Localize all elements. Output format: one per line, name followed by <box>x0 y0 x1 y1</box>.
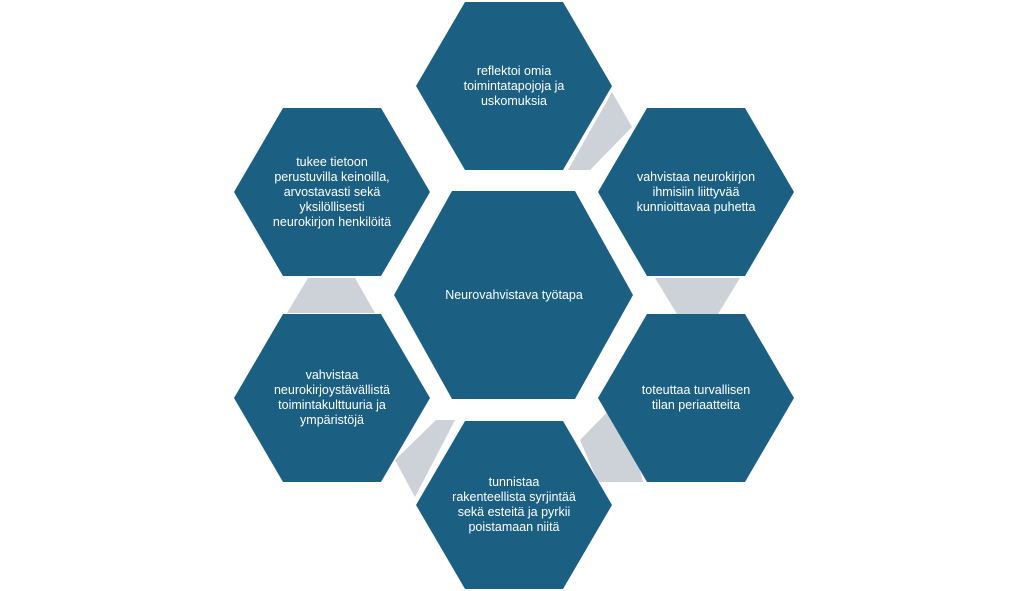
hexagon-upper-right <box>598 108 794 276</box>
connector-upper-right-lower-right <box>655 278 740 314</box>
hexagon-bottom <box>416 421 612 589</box>
connector-lower-left-upper-left <box>287 278 375 313</box>
center-label: Neurovahvistava työtapa <box>445 287 583 302</box>
hexagon-label-lower-left: vahvistaa neurokirjoystävällistä toimint… <box>273 368 391 427</box>
hexagon-top <box>416 2 612 170</box>
hexagon-label-top: reflektoi omia toimintatapojoja ja uskom… <box>463 63 565 108</box>
connector-bottom-lower-left <box>395 420 455 497</box>
connector-top-upper-right <box>568 92 632 170</box>
hexagon-label-upper-left: tukee tietoon perustuvilla keinoilla, ar… <box>272 154 392 229</box>
hexagon-label-lower-right: toteuttaa turvallisen tilan periaatteita <box>641 383 751 412</box>
hexagon-label-bottom: tunnistaa rakenteellista syrjintää sekä … <box>452 475 576 534</box>
hexagon-lower-left <box>234 314 430 482</box>
hexagon-upper-left <box>234 108 430 276</box>
hexagon-label-upper-right: vahvistaa neurokirjon ihmisiin liittyvää… <box>636 169 756 214</box>
hexagon-center <box>394 191 633 399</box>
hexagon-lower-right <box>598 314 794 482</box>
